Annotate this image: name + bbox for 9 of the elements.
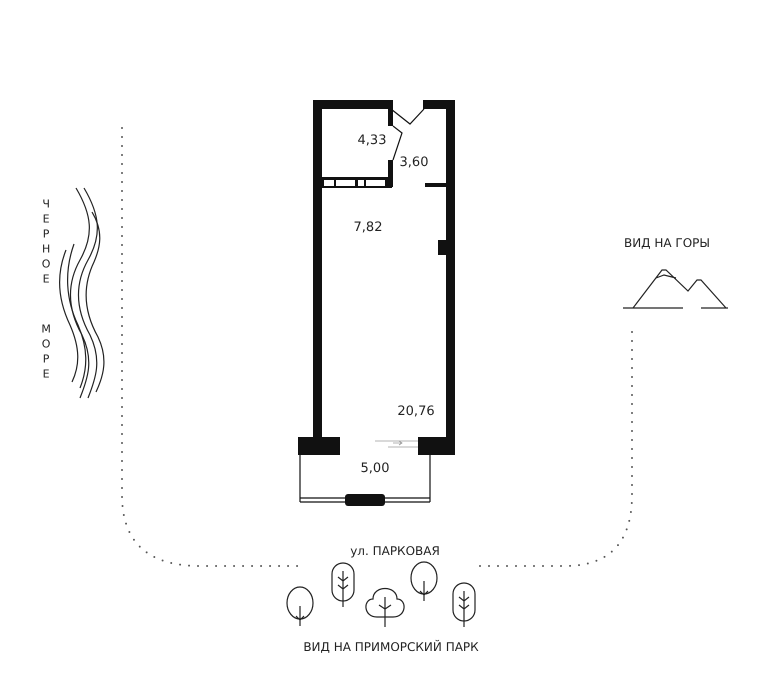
room-area-label: 5,00 xyxy=(360,461,390,477)
view-label: ВИД НА ПРИМОРСКИЙ ПАРК xyxy=(303,640,479,654)
street-label: ул. ПАРКОВАЯ xyxy=(350,544,440,558)
view-label: ВИД НА ГОРЫ xyxy=(624,236,710,250)
room-area-label: 4,33 xyxy=(358,133,386,149)
room-area-label: 20,76 xyxy=(397,404,435,420)
room-area-label: 7,82 xyxy=(354,220,382,236)
sea-label: ЧЕРНОЕ МОРЕ xyxy=(39,198,53,382)
room-area-label: 3,60 xyxy=(400,155,428,171)
